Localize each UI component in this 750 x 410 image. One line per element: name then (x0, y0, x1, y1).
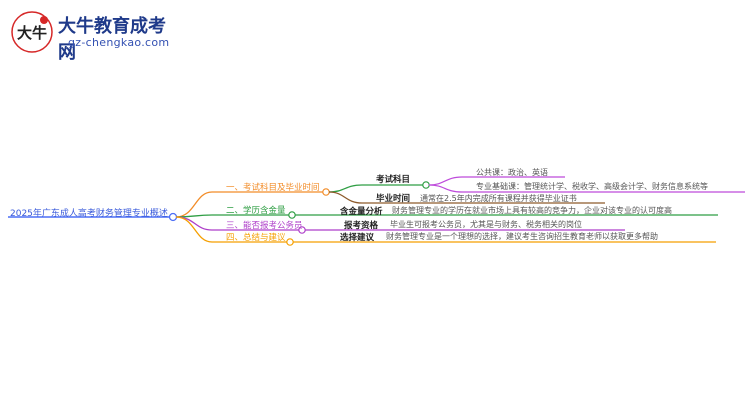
graduation-label: 毕业时间 (376, 194, 411, 204)
value-label: 含金量分析 (340, 207, 383, 217)
branch-4-node (286, 238, 294, 246)
exam-subjects-node (422, 181, 430, 189)
advice-label: 选择建议 (340, 233, 375, 243)
site-url: gz-chengkao.com (68, 36, 170, 49)
root-node (168, 212, 178, 222)
graduation-text: 通常在2.5年内完成所有课程并获得毕业证书 (420, 194, 577, 203)
branch-degree-value: 二、学历含金量 (226, 206, 286, 216)
civil-service-label: 报考资格 (344, 221, 379, 231)
branch-exam-graduation: 一、考试科目及毕业时间 (226, 183, 320, 193)
site-logo: 大牛 大牛教育成考网 gz-chengkao.com (10, 10, 180, 63)
branch-1-node (322, 188, 330, 196)
branch-summary: 四、总结与建议 (226, 233, 286, 243)
value-text: 财务管理专业的学历在就业市场上具有较高的竞争力，企业对该专业的认可度高 (392, 206, 672, 215)
site-name: 大牛教育成考网 (58, 16, 166, 63)
leaf-public-courses: 公共课：政治、英语 (476, 168, 548, 177)
leaf-major-courses: 专业基础课：管理统计学、税收学、高级会计学、财务信息系统等 (476, 182, 708, 191)
leaf-2-connector (428, 184, 463, 193)
branch-1-connector (175, 191, 213, 218)
root-topic: 2025年广东成人高考财务管理专业概述 (10, 209, 168, 219)
advice-text: 财务管理专业是一个理想的选择，建议考生咨询招生教育老师以获取更多帮助 (386, 232, 658, 241)
branch-4-connector (175, 216, 213, 243)
branch-2-node (288, 211, 296, 219)
branch-civil-service: 三、能否报考公务员 (226, 221, 303, 231)
logo-mark-text: 大牛 (17, 24, 47, 42)
exam-subjects-label: 考试科目 (376, 175, 411, 185)
leaf-1-connector (428, 176, 463, 186)
exam-subjects-connector (328, 184, 363, 193)
logo-mark-icon: 大牛 (11, 11, 53, 53)
graduation-connector (328, 191, 363, 204)
civil-service-text: 毕业生可报考公务员，尤其是与财务、税务相关的岗位 (390, 220, 582, 229)
